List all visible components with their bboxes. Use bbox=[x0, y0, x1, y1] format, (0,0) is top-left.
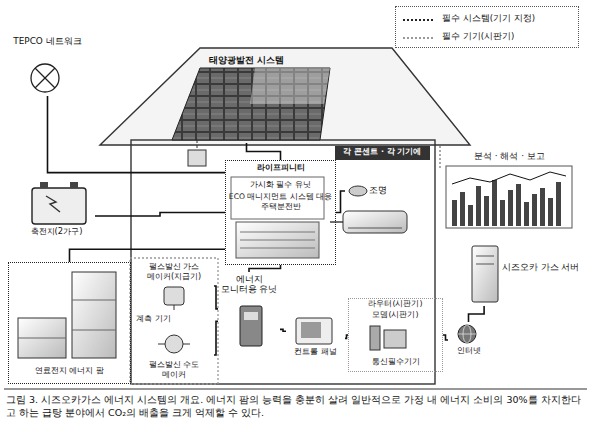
node-label: 분석 · 해석 · 보고 bbox=[440, 151, 579, 162]
breaker-rows bbox=[236, 222, 319, 258]
wire-connector bbox=[443, 335, 448, 340]
system-node: 인터넷 bbox=[448, 322, 489, 362]
node-label: 펄스발신 가스 메이커(지급기) bbox=[134, 262, 214, 281]
aircon-icon bbox=[343, 211, 407, 233]
wire-connector bbox=[280, 329, 286, 331]
legend-box: 필수 시스템(기기 지정) 필수 기기(시판기) bbox=[395, 6, 579, 48]
node-label: 인터넷 bbox=[448, 346, 489, 356]
legend-sample bbox=[402, 33, 436, 43]
wire-connector bbox=[214, 321, 218, 355]
water-meter-icon bbox=[165, 335, 183, 353]
wire-connector bbox=[336, 191, 345, 213]
hot-water-tank bbox=[18, 318, 66, 358]
fuel-cell-unit bbox=[72, 272, 116, 358]
system-node: 태양광발전 시스템 bbox=[150, 54, 343, 143]
node-label: 연료전지 에너지 팜 bbox=[9, 365, 130, 375]
wire-connector bbox=[70, 249, 226, 262]
system-node: 시즈오카 가스 서버 bbox=[466, 240, 587, 306]
system-node: 펄스발신 가스 메이커(지급기) bbox=[134, 262, 214, 310]
node-label: 펄스발신 수도 메이커 bbox=[134, 360, 214, 379]
router-icon bbox=[370, 326, 380, 350]
node-label: 통신필수기기 bbox=[349, 357, 442, 366]
node-label: 에너지 모니터용 유닛 bbox=[218, 274, 280, 294]
system-node: TEPCO 네트워크 bbox=[8, 36, 87, 96]
node-label: 모뎀(시판기) bbox=[349, 310, 442, 319]
battery-icon bbox=[32, 188, 86, 224]
caption-rule bbox=[4, 388, 587, 389]
node-label: 축전지(2가구) bbox=[18, 226, 95, 236]
grid-symbol bbox=[31, 64, 59, 92]
part-label: 계측 기기 bbox=[136, 313, 171, 324]
monitor-unit-icon bbox=[240, 306, 262, 346]
node-label: 라우터(시판기) bbox=[349, 299, 442, 308]
wire-connector bbox=[249, 265, 281, 272]
junction-box bbox=[188, 150, 206, 166]
lamp-icon bbox=[349, 186, 367, 196]
wire-connector bbox=[48, 96, 226, 173]
system-node: 분석 · 해석 · 보고 bbox=[440, 150, 579, 232]
solar-panel bbox=[172, 68, 330, 140]
wire-connector bbox=[469, 306, 485, 322]
legend-text: 필수 기기(시판기) bbox=[442, 31, 514, 43]
node-label: ECO 매니지먼트 시스템 대응 주택분전반 bbox=[226, 192, 335, 210]
caption: 그림 3. 시즈오카가스 에너지 시스템의 개요. 에너지 팜의 능력을 충분히… bbox=[6, 393, 585, 420]
system-node: 라이프피니티가시화 필수 유닛 ECO 매니지먼트 시스템 대응 주택분전반 bbox=[225, 160, 336, 265]
node-label: 시즈오카 가스 서버 bbox=[502, 262, 579, 272]
gas-meter-icon bbox=[164, 287, 184, 305]
system-node: 컨트롤 패널 bbox=[286, 312, 345, 360]
house-wall bbox=[131, 140, 435, 384]
wire-connector bbox=[247, 143, 281, 160]
internet-globe bbox=[458, 325, 476, 343]
system-node: 라우터(시판기) 모뎀(시판기) 통신필수기기 bbox=[348, 298, 443, 372]
server-icon bbox=[472, 246, 498, 302]
node-label: TEPCO 네트워크 bbox=[8, 36, 87, 47]
legend-text: 필수 시스템(기기 지정) bbox=[442, 13, 535, 25]
control-panel-icon bbox=[296, 318, 332, 344]
node-label: 컨트롤 패널 bbox=[286, 346, 345, 356]
wire-connector bbox=[214, 286, 218, 309]
node-label: 각 콘센트 · 각 기기에 bbox=[335, 147, 430, 156]
system-node: 에너지 모니터용 유닛 bbox=[218, 272, 280, 354]
legend-sample bbox=[402, 15, 436, 25]
node-label: 라이프피니티 bbox=[226, 162, 335, 172]
meter-region bbox=[130, 258, 218, 384]
modem-icon bbox=[384, 330, 406, 348]
system-node: 펄스발신 수도 메이커 bbox=[134, 330, 214, 380]
system-node: 연료전지 에너지 팜 bbox=[8, 262, 131, 384]
report-chart bbox=[446, 166, 572, 228]
wire-connector bbox=[95, 213, 225, 217]
node-label: 태양광발전 시스템 bbox=[150, 55, 343, 66]
system-node: 각 콘센트 · 각 기기에 bbox=[335, 146, 430, 160]
system-node: 축전지(2가구) bbox=[18, 180, 95, 240]
node-label: 가시화 필수 유닛 bbox=[226, 180, 335, 190]
node-label: 조명 bbox=[369, 185, 387, 196]
roof bbox=[100, 48, 470, 145]
system-node: 조명 bbox=[345, 180, 407, 202]
